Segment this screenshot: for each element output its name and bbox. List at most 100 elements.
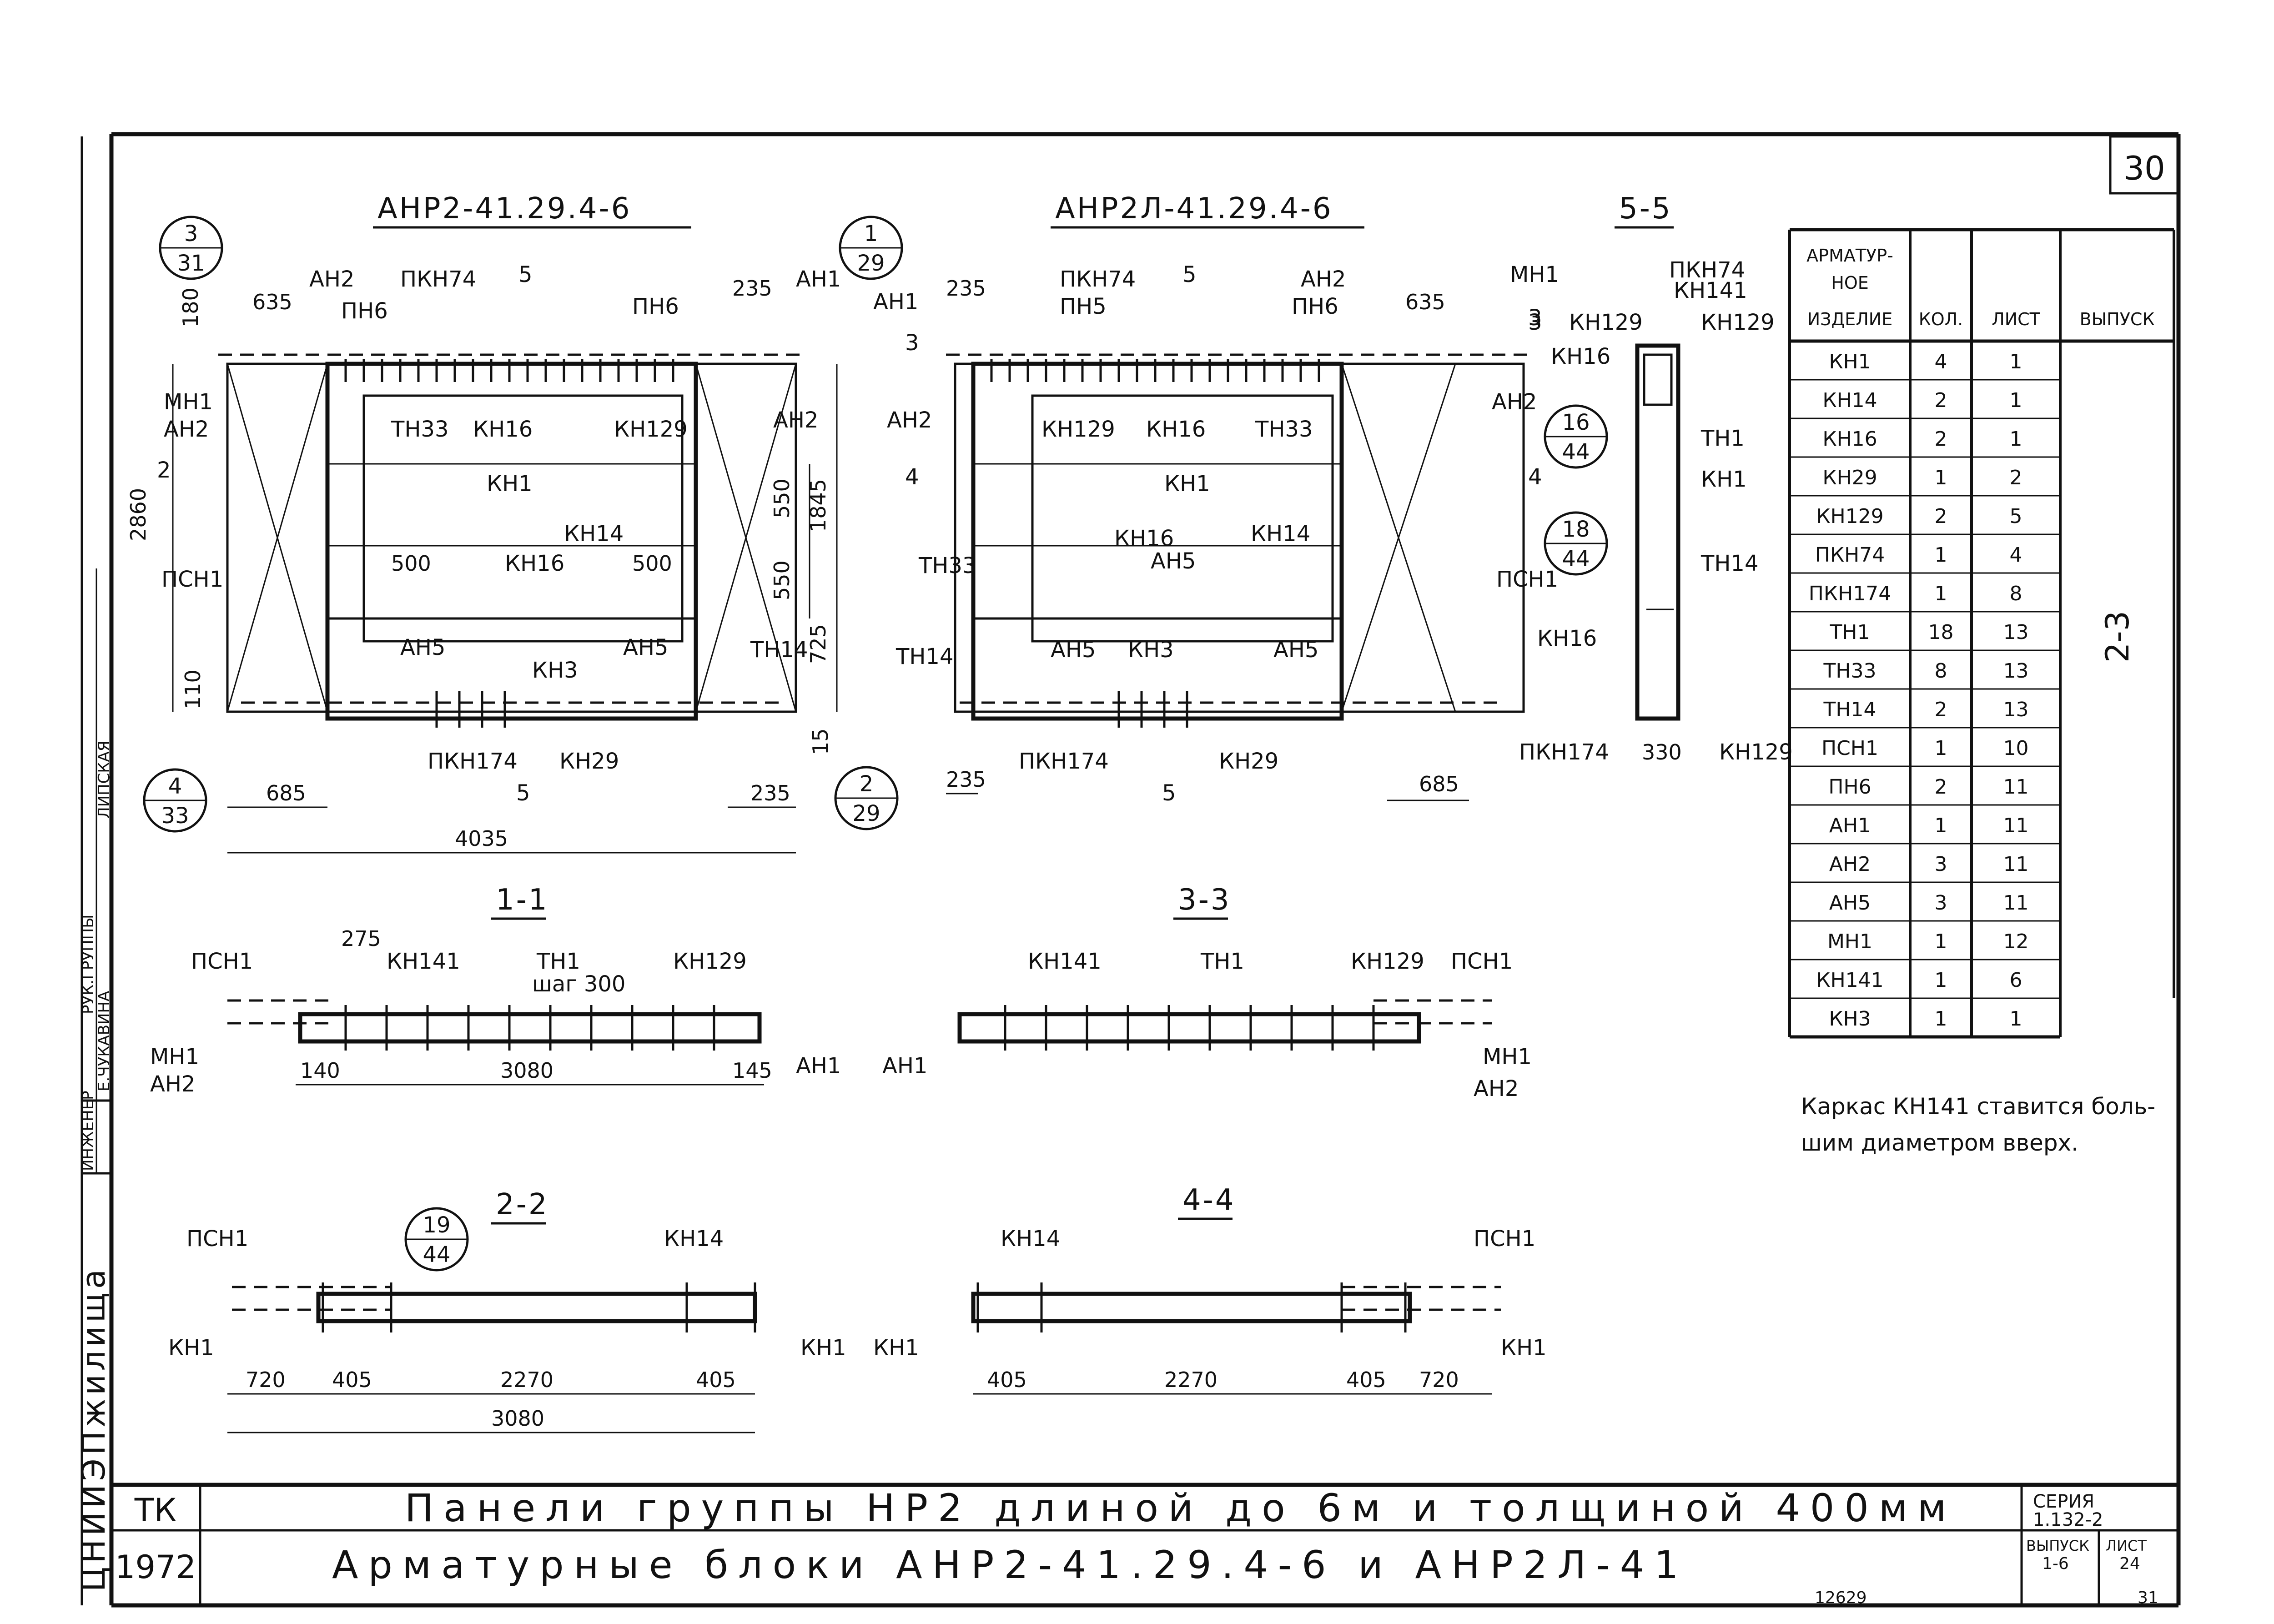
label-kn3-r: КН3 <box>1128 637 1174 663</box>
sheet-number: 30 <box>2123 149 2165 187</box>
tb-year: 1972 <box>115 1549 196 1586</box>
table-cell-item: ТН33 <box>1823 659 1877 683</box>
view-anr2: АНР2-41.29.4-6 АН2 ПН6 ПКН74 ПН6 <box>126 192 841 854</box>
tb-series-label: СЕРИЯ <box>2033 1491 2094 1512</box>
s3-psn1: ПСН1 <box>1451 949 1513 974</box>
tb-sheet-value: 24 <box>2119 1554 2140 1573</box>
section-5-5: 5-5 ПКН74 КН141 КН129 КН129 КН16 ТН1 КН1… <box>1519 192 1793 765</box>
label-an2-r2: АН2 <box>887 407 932 433</box>
label-kn16-r2: КН16 <box>1114 526 1174 551</box>
table-cell-item: КН129 <box>1816 505 1883 528</box>
s1-kn129: КН129 <box>673 949 747 974</box>
footer-number-1: 12629 <box>1815 1589 1867 1607</box>
tb-title-1: Панели группы НР2 длиной до 6м и толщино… <box>405 1486 1957 1530</box>
svg-text:18: 18 <box>1562 517 1590 542</box>
table-cell-sheet: 8 <box>2010 582 2022 605</box>
table-cell-qty: 2 <box>1935 698 1947 721</box>
label-an1: АН1 <box>796 266 841 292</box>
dim-3080: 3080 <box>500 1058 553 1083</box>
table-cell-sheet: 1 <box>2010 1007 2022 1031</box>
s5-kn129c: КН129 <box>1719 739 1793 765</box>
dim-110: 110 <box>181 669 205 709</box>
dim-4035: 4035 <box>455 826 508 851</box>
label-pn6: ПН6 <box>341 298 388 324</box>
table-cell-qty: 1 <box>1935 543 1947 567</box>
s4-kn1b: КН1 <box>1501 1335 1547 1361</box>
svg-text:4: 4 <box>168 774 182 799</box>
note-line-1: Каркас КН141 ставится боль- <box>1801 1093 2155 1120</box>
label-th33: ТН33 <box>391 417 449 442</box>
table-cell-qty: 3 <box>1935 891 1947 915</box>
table-cell-qty: 8 <box>1935 659 1947 683</box>
s1-mn1: МН1 <box>150 1044 199 1070</box>
label-pn6-r: ПН6 <box>1292 294 1338 319</box>
label-pn5-r: ПН5 <box>1060 294 1107 319</box>
dim-725: 725 <box>806 624 830 664</box>
dim-500a: 500 <box>391 551 431 576</box>
table-cell-qty: 2 <box>1935 389 1947 412</box>
label-kn29: КН29 <box>559 749 619 774</box>
sheet-number-box: 30 <box>2109 135 2180 195</box>
table-cell-item: ПН6 <box>1828 775 1871 799</box>
section-4-4: 4-4 КН14 ПСН1 КН1 КН1 405 2270 405 720 <box>873 1183 1547 1395</box>
table-cell-sheet: 1 <box>2010 350 2022 373</box>
side-name-2: ЛИПСКАЯ <box>95 741 113 819</box>
table-cell-sheet: 2 <box>2010 466 2022 489</box>
side-stamp: ЦНИИЭПжилища ИНЖЕНЕР РУК.ГРУППЫ Е.ЧУКАВИ… <box>75 568 113 1592</box>
label-kn16-r: КН16 <box>1146 417 1206 442</box>
s5-pkn74: ПКН74 <box>1669 257 1745 283</box>
section-3-3: 3-3 КН141 ТН1 КН129 ПСН1 АН1 МН1 АН2 <box>882 883 1532 1101</box>
label-an5-r: АН5 <box>1051 637 1096 663</box>
footer-number-2: 31 <box>2138 1589 2158 1607</box>
cut-5-bottom: 5 <box>516 780 530 806</box>
table-cell-qty: 18 <box>1928 621 1954 644</box>
label-pkn174-r: ПКН174 <box>1019 749 1109 774</box>
ref-bubble-4-33: 4 33 <box>143 768 207 833</box>
label-an2-3: АН2 <box>773 407 818 433</box>
table-cell-sheet: 6 <box>2010 969 2022 992</box>
table-cell-qty: 2 <box>1935 775 1947 799</box>
s3-kn129: КН129 <box>1351 949 1424 974</box>
table-cell-item: АН2 <box>1829 853 1871 876</box>
s5-kn141: КН141 <box>1674 278 1747 303</box>
label-an2-r: АН2 <box>1301 266 1346 292</box>
s5-cut3: 3 <box>1528 310 1542 335</box>
s1-step: шаг 300 <box>532 971 625 997</box>
dim-145: 145 <box>732 1058 772 1083</box>
label-kn29-r: КН29 <box>1219 749 1278 774</box>
view-anr2l: АНР2Л-41.29.4-6 ПКН74 ПН5 АН2 ПН6 АН1 МН… <box>834 192 1559 830</box>
title-block: ТК 1972 Панели группы НР2 длиной до 6м и… <box>111 1483 2178 1605</box>
section-2-title: 2-2 <box>496 1188 549 1222</box>
s4-dim-405a: 405 <box>987 1368 1027 1392</box>
s1-an1: АН1 <box>796 1053 841 1079</box>
table-cell-qty: 2 <box>1935 427 1947 451</box>
table-cell-item: КН1 <box>1829 350 1871 373</box>
label-psn1: ПСН1 <box>161 567 223 592</box>
s5-pkn174: ПКН174 <box>1519 739 1609 765</box>
table-header-qty: КОЛ. <box>1919 309 1963 329</box>
label-an5-r2: АН5 <box>1273 637 1318 663</box>
table-cell-sheet: 11 <box>2003 814 2029 837</box>
s2-kn1b: КН1 <box>800 1335 846 1361</box>
cut-3-r2: 3 <box>1528 305 1542 331</box>
s4-dim-720: 720 <box>1419 1368 1459 1392</box>
ref-bubble-18-44: 18 44 <box>1544 511 1608 576</box>
svg-text:44: 44 <box>423 1242 450 1267</box>
svg-text:19: 19 <box>423 1212 450 1238</box>
label-an5: АН5 <box>400 635 445 660</box>
ref-bubble-3-31: 3 31 <box>159 216 223 280</box>
s5-kn129a: КН129 <box>1569 310 1643 335</box>
s1-psn1: ПСН1 <box>191 949 253 974</box>
table-cell-sheet: 1 <box>2010 389 2022 412</box>
label-kn16-2: КН16 <box>505 551 564 576</box>
table-header-item-3: ИЗДЕЛИЕ <box>1807 309 1893 329</box>
cut-4-r2: 4 <box>1528 464 1542 490</box>
s3-th1: ТН1 <box>1200 949 1244 974</box>
cut-5-top-r: 5 <box>1182 262 1197 287</box>
dim-405a: 405 <box>332 1368 372 1392</box>
label-pkn174: ПКН174 <box>428 749 518 774</box>
section-1-1: 1-1 ПСН1 КН141 ТН1 шаг 300 КН129 МН1 АН2… <box>150 883 841 1097</box>
section-5-title: 5-5 <box>1619 192 1672 226</box>
label-mn1-r: МН1 <box>1510 262 1559 287</box>
